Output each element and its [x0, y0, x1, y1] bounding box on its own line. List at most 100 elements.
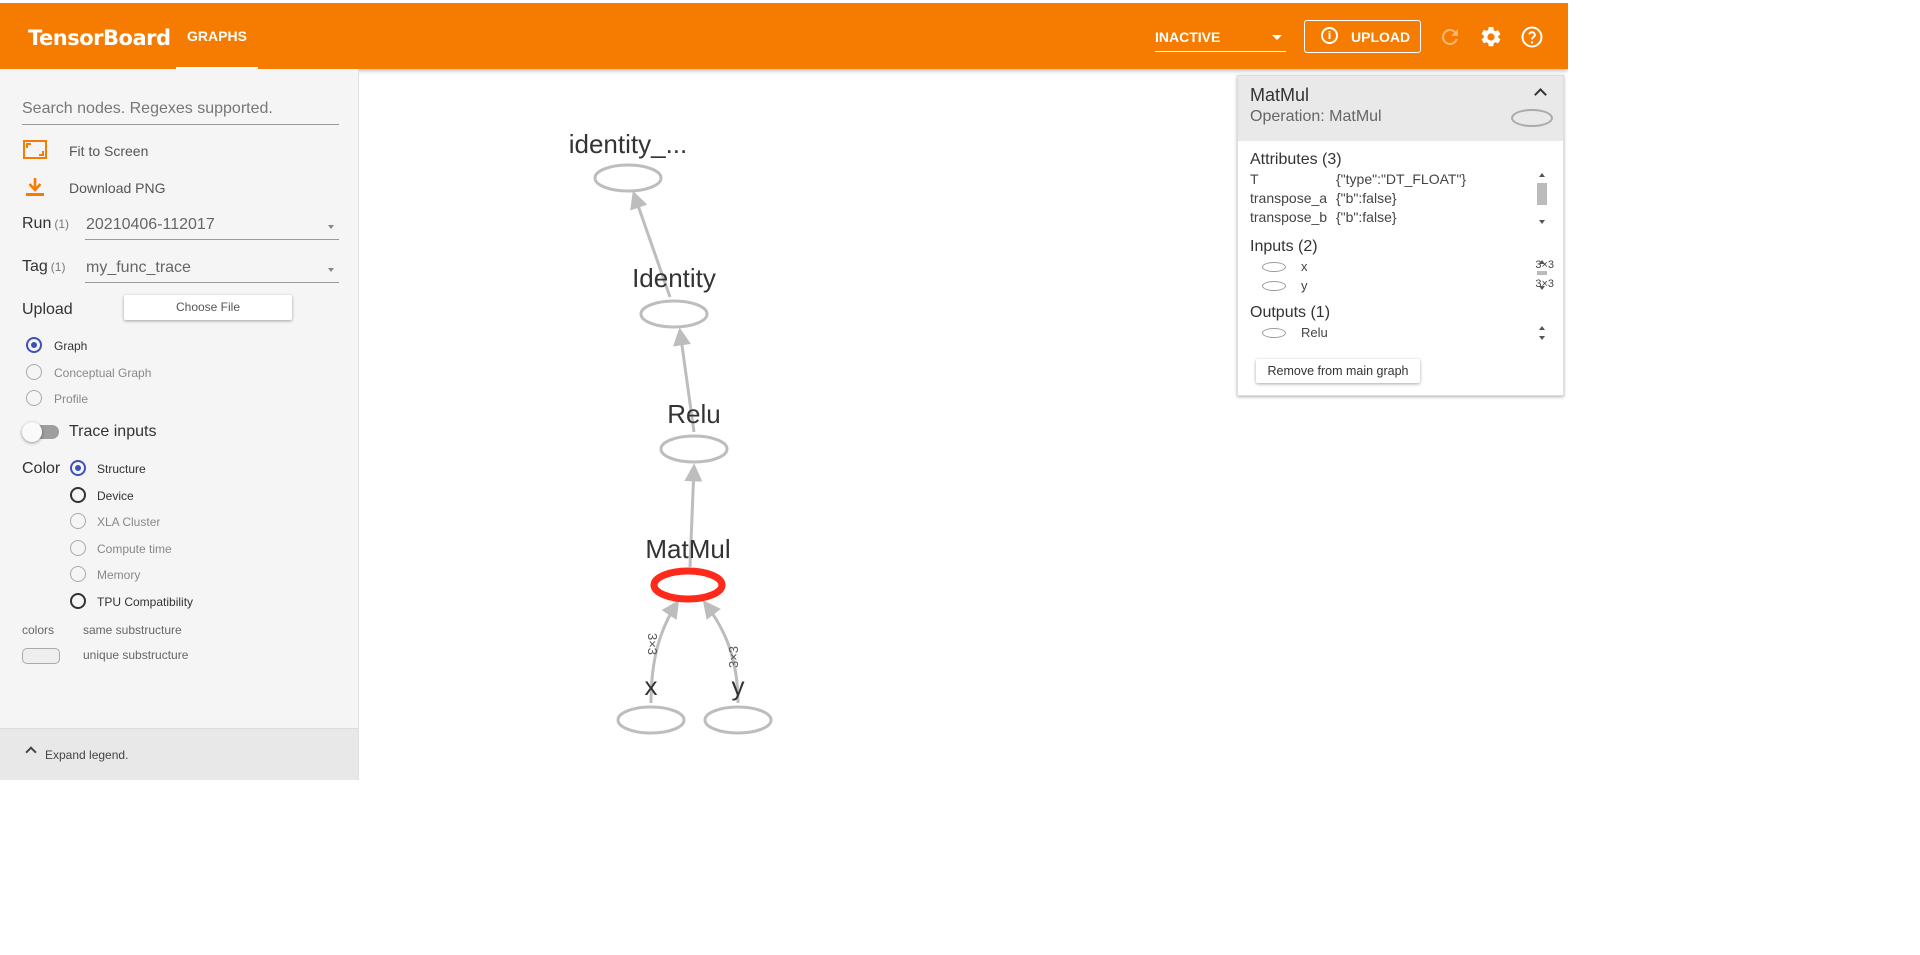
- color-xla-cluster-label: XLA Cluster: [97, 515, 161, 529]
- graph-type-profile-label: Profile: [54, 392, 89, 406]
- fit-to-screen-label: Fit to Screen: [69, 143, 149, 159]
- reload-icon[interactable]: [1438, 25, 1462, 49]
- attribute-value: {"b":false}: [1336, 209, 1397, 225]
- node-info-operation: Operation: MatMul: [1250, 108, 1382, 125]
- active-tab-indicator: [176, 67, 258, 69]
- edge-matmul-relu[interactable]: [684, 463, 703, 568]
- outputs-scrollbar[interactable]: [1536, 324, 1548, 342]
- fit-screen-icon: [23, 140, 47, 159]
- output-name: Relu: [1301, 325, 1328, 340]
- node-relu[interactable]: [659, 434, 729, 464]
- node-label-y: y: [732, 671, 745, 701]
- edge-y-matmul[interactable]: [702, 600, 740, 704]
- fit-to-screen-button[interactable]: Fit to Screen: [22, 139, 322, 165]
- attribute-value: {"type":"DT_FLOAT"}: [1336, 171, 1467, 187]
- edge-relu-identity[interactable]: [673, 327, 696, 433]
- download-png-button[interactable]: Download PNG: [22, 176, 322, 202]
- tag-count: (1): [50, 260, 66, 274]
- node-y[interactable]: [703, 705, 773, 735]
- node-info-card: MatMul Operation: MatMul Attributes (3) …: [1237, 75, 1564, 396]
- graph-svg: 3×3 3×3 identity_... Identity Relu MatMu…: [569, 129, 773, 735]
- input-name: x: [1301, 259, 1308, 274]
- trace-inputs-toggle[interactable]: [22, 422, 60, 442]
- attribute-row: transpose_b {"b":false}: [1250, 209, 1397, 225]
- scroll-up-icon: [1539, 173, 1545, 177]
- attribute-value: {"b":false}: [1336, 190, 1397, 206]
- node-info-header: MatMul Operation: MatMul: [1238, 76, 1563, 141]
- expand-legend-button[interactable]: Expand legend.: [0, 728, 358, 780]
- chevron-up-icon: [25, 746, 37, 758]
- output-row[interactable]: Relu: [1262, 325, 1532, 341]
- graph-canvas[interactable]: 3×3 3×3 identity_... Identity Relu MatMu…: [360, 69, 1568, 780]
- trace-inputs-label: Trace inputs: [69, 423, 157, 440]
- tab-graphs[interactable]: GRAPHS: [176, 3, 258, 69]
- op-node-icon: [1262, 328, 1286, 338]
- top-app-bar: TensorBoard GRAPHS INACTIVE i UPLOAD: [0, 0, 1568, 69]
- download-png-label: Download PNG: [69, 180, 166, 196]
- chevron-down-icon: [328, 225, 334, 229]
- inputs-scrollbar[interactable]: [1536, 258, 1548, 292]
- tag-dropdown[interactable]: my_func_trace: [85, 256, 339, 283]
- help-icon[interactable]: [1520, 25, 1544, 49]
- edge-identity-identityout[interactable]: [630, 190, 672, 298]
- input-row[interactable]: x 3×3: [1262, 259, 1554, 275]
- radio-unselected: [70, 593, 86, 609]
- outputs-title: Outputs (1): [1250, 304, 1331, 321]
- attribute-row: T {"type":"DT_FLOAT"}: [1250, 171, 1466, 187]
- collapse-chevron-icon[interactable]: [1534, 88, 1547, 101]
- color-label: Color: [22, 460, 61, 477]
- scroll-down-icon: [1539, 286, 1545, 290]
- input-row[interactable]: y 3×3: [1262, 278, 1554, 294]
- node-shape-icon: [1511, 109, 1553, 127]
- legend-swatch: [22, 648, 60, 664]
- run-label: Run(1): [22, 215, 69, 233]
- scrollbar-thumb[interactable]: [1537, 271, 1547, 275]
- graph-type-conceptual-label: Conceptual Graph: [54, 366, 152, 380]
- color-memory-label: Memory: [97, 568, 141, 582]
- tag-dropdown-value: my_func_trace: [86, 259, 191, 276]
- radio-unselected: [70, 487, 86, 503]
- attribute-key: T: [1250, 171, 1259, 187]
- toggle-knob: [22, 422, 42, 442]
- run-label-text: Run: [22, 215, 52, 232]
- node-label-x: x: [645, 671, 658, 701]
- radio-selected: [70, 460, 86, 476]
- legend-unique-substructure: unique substructure: [83, 648, 189, 662]
- app-title: TensorBoard: [28, 26, 171, 50]
- edge-x-matmul[interactable]: [649, 599, 679, 704]
- gear-icon[interactable]: [1479, 25, 1503, 49]
- attributes-scrollbar[interactable]: [1536, 171, 1548, 226]
- node-x[interactable]: [616, 705, 686, 735]
- search-placeholder: Search nodes. Regexes supported.: [22, 100, 273, 117]
- remove-from-main-graph-button[interactable]: Remove from main graph: [1256, 359, 1420, 383]
- radio-unselected: [26, 364, 42, 380]
- scroll-down-icon: [1539, 220, 1545, 224]
- radio-unselected: [70, 540, 86, 556]
- radio-unselected: [70, 566, 86, 582]
- node-info-title: MatMul: [1250, 85, 1310, 105]
- edge-label-y: 3×3: [726, 646, 741, 668]
- radio-unselected: [70, 513, 86, 529]
- info-icon: i: [1321, 27, 1338, 44]
- run-dropdown[interactable]: 20210406-112017: [85, 213, 339, 240]
- upload-button[interactable]: i UPLOAD: [1304, 20, 1421, 53]
- radio-selected: [26, 337, 42, 353]
- radio-unselected: [26, 390, 42, 406]
- node-label-identity-out: identity_...: [569, 129, 688, 159]
- scrollbar-thumb[interactable]: [1537, 183, 1547, 205]
- node-matmul-selected[interactable]: [650, 567, 726, 603]
- upload-button-label: UPLOAD: [1351, 29, 1411, 45]
- node-label-identity: Identity: [632, 263, 716, 293]
- scroll-down-icon: [1539, 336, 1545, 340]
- download-icon: [26, 178, 44, 196]
- node-identity[interactable]: [639, 299, 709, 329]
- attribute-key: transpose_b: [1250, 209, 1328, 225]
- search-nodes-input[interactable]: Search nodes. Regexes supported.: [22, 94, 339, 125]
- run-selector-dropdown[interactable]: INACTIVE: [1155, 25, 1286, 52]
- chevron-down-icon: [1272, 35, 1282, 40]
- node-identity-out[interactable]: [593, 163, 663, 193]
- choose-file-button[interactable]: Choose File: [124, 295, 292, 320]
- page: TensorBoard GRAPHS INACTIVE i UPLOAD Sea…: [0, 0, 1568, 780]
- edge-label-x: 3×3: [645, 633, 660, 655]
- attribute-row: transpose_a {"b":false}: [1250, 190, 1397, 206]
